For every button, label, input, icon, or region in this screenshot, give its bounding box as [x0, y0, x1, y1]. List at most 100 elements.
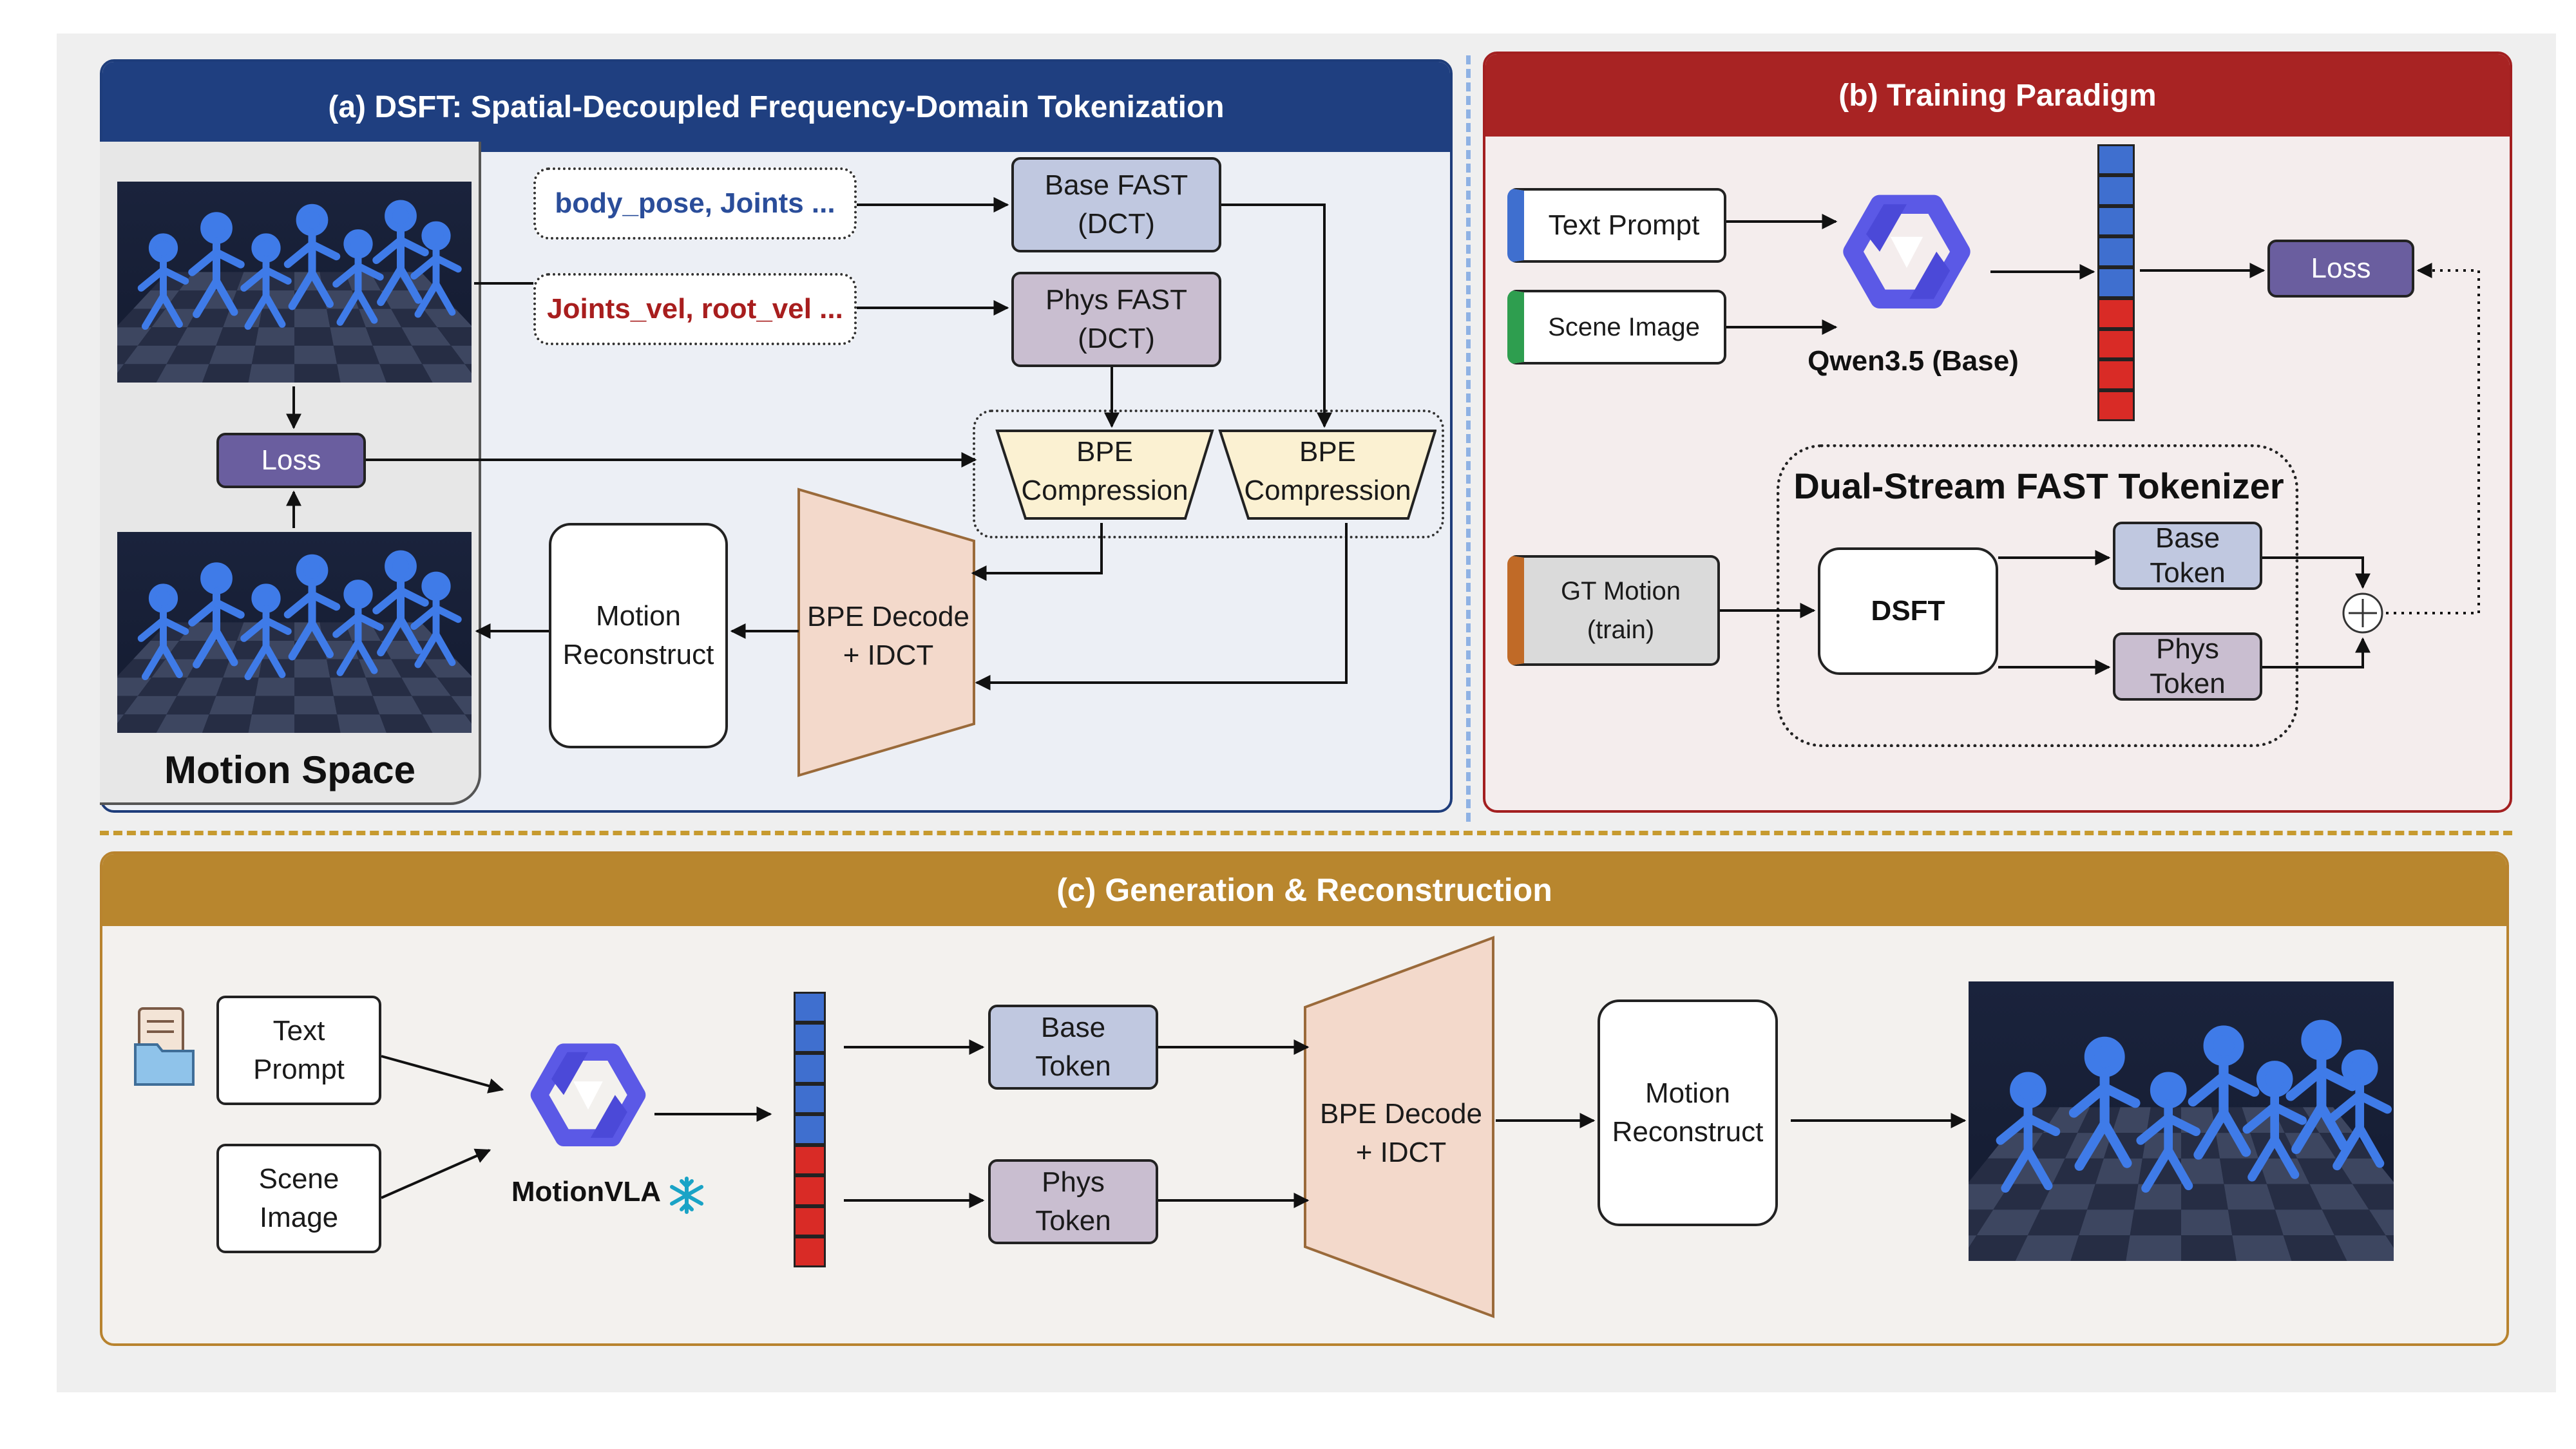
arrow-base-to-plus [2262, 556, 2371, 589]
token-cell [2097, 359, 2135, 391]
loss-box-a: Loss [216, 433, 366, 488]
phys-token-box-c: Phys Token [988, 1159, 1158, 1244]
bpe-compression-label-2: BPE Compression [1244, 436, 1411, 506]
humanoid-figure [332, 580, 384, 676]
scene-drawing [1969, 1019, 2394, 1261]
motion-space-label: Motion Space [164, 748, 416, 791]
dual-stream-tokenizer-frame [1777, 444, 2298, 747]
phys-fast-box: Phys FAST (DCT) [1011, 272, 1221, 367]
humanoid-figure [240, 583, 292, 681]
humanoid-figure [137, 583, 189, 681]
humanoid-figure [137, 233, 189, 330]
arrow-scene-to-motionvla [381, 1148, 491, 1199]
motion-reconstruct-box-c: Motion Reconstruct [1598, 999, 1778, 1226]
humanoid-figure [372, 550, 429, 657]
motion-reconstruct-box-a: Motion Reconstruct [549, 523, 728, 748]
separator-horizontal [100, 831, 2512, 835]
text-prompt-input-b: Text Prompt [1507, 188, 1726, 263]
scene-drawing [117, 550, 472, 733]
humanoid-figure [2285, 1019, 2358, 1154]
qwen-model-label: Qwen3.5 (Base) [1808, 345, 2019, 377]
token-column-b [2097, 144, 2135, 421]
bpe-decode-label-c: BPE Decode + IDCT [1320, 1098, 1482, 1168]
panel-b-title: (b) Training Paradigm [1485, 54, 2510, 137]
humanoid-figure [283, 204, 341, 310]
scene-image-input-c: Scene Image [216, 1144, 381, 1253]
humanoid-figure [410, 571, 462, 668]
token-cell [794, 1175, 826, 1206]
arrow-bpe2-to-decode [975, 523, 1348, 690]
token-cell [2097, 267, 2135, 298]
motionvla-label: MotionVLA [511, 1176, 662, 1208]
gt-motion-input: GT Motion (train) [1507, 555, 1720, 666]
panel-a-title: (a) DSFT: Spatial-Decoupled Frequency-Do… [102, 62, 1450, 152]
token-cell [794, 1144, 826, 1176]
token-cell [2097, 144, 2135, 175]
arrow-phys-to-plus [2262, 637, 2371, 668]
token-cell [794, 1236, 826, 1267]
humanoid-figure [283, 554, 341, 661]
humanoid-figure [2188, 1025, 2260, 1160]
plus-circle-icon [2342, 592, 2383, 634]
bpe-decode-shape-c [1304, 936, 1494, 1318]
panel-c-title: (c) Generation & Reconstruction [102, 854, 2506, 926]
arrow-bpe1-to-decode [971, 523, 1103, 581]
token-cell [794, 1022, 826, 1054]
dsft-box: DSFT [1818, 547, 1998, 675]
humanoid-figure [2242, 1061, 2307, 1182]
humanoid-figure [372, 200, 429, 307]
phys-token-box-b: Phys Token [2113, 632, 2262, 701]
humanoid-figure [2068, 1036, 2141, 1171]
token-cell [2097, 175, 2135, 206]
humanoid-figure [2136, 1072, 2201, 1193]
token-cell [2097, 205, 2135, 237]
humanoid-figure [188, 562, 245, 668]
scene-drawing [117, 200, 472, 383]
snowflake-icon [670, 1177, 703, 1214]
arrow-text-to-motionvla [381, 1055, 504, 1094]
qwen-logo-icon [530, 1043, 646, 1146]
bpe-trapezoid-1 [995, 430, 1214, 520]
qwen-logo-icon [1843, 194, 1970, 308]
bpe-compression-label-1: BPE Compression [1021, 436, 1188, 506]
token-column-c [794, 992, 826, 1267]
humanoid-figure [1996, 1072, 2061, 1193]
motion-scene-original [117, 182, 472, 383]
input-joints-vel: Joints_vel, root_vel ... [533, 273, 857, 345]
bpe-trapezoid-2 [1218, 430, 1436, 520]
input-body-pose: body_pose, Joints ... [533, 167, 857, 240]
humanoid-figure [332, 229, 384, 326]
base-token-box-b: Base Token [2113, 522, 2262, 590]
base-fast-box: Base FAST (DCT) [1011, 157, 1221, 252]
token-cell [794, 1083, 826, 1115]
scene-image-input-b: Scene Image [1507, 290, 1726, 365]
token-cell [794, 1053, 826, 1084]
bpe-trapezoids [995, 430, 1436, 520]
token-cell [2097, 390, 2135, 421]
bpe-compression-group [973, 410, 1444, 538]
humanoid-figure [2327, 1049, 2392, 1171]
document-folder-icon [134, 1007, 195, 1086]
token-cell [794, 992, 826, 1023]
humanoid-figure [240, 233, 292, 330]
token-cell [2097, 298, 2135, 329]
loss-box-b: Loss [2267, 240, 2414, 298]
arrow-plus-to-loss [2386, 263, 2480, 614]
bpe-decode-label-a: BPE Decode + IDCT [807, 601, 969, 671]
humanoid-figure [410, 221, 462, 318]
dual-stream-tokenizer-title: Dual-Stream FAST Tokenizer [1793, 466, 2284, 506]
token-cell [2097, 236, 2135, 268]
text-prompt-input-c: Text Prompt [216, 996, 381, 1105]
bpe-decode-shape-a [797, 488, 975, 777]
separator-vertical [1466, 55, 1471, 822]
base-token-box-c: Base Token [988, 1005, 1158, 1090]
token-cell [2097, 328, 2135, 360]
arrow-base-to-bpe [1221, 204, 1332, 428]
humanoid-figure [188, 212, 245, 318]
motion-scene-reconstructed [117, 532, 472, 733]
token-cell [794, 1114, 826, 1145]
motion-scene-output [1969, 981, 2394, 1261]
panel-training: (b) Training Paradigm [1483, 52, 2512, 813]
